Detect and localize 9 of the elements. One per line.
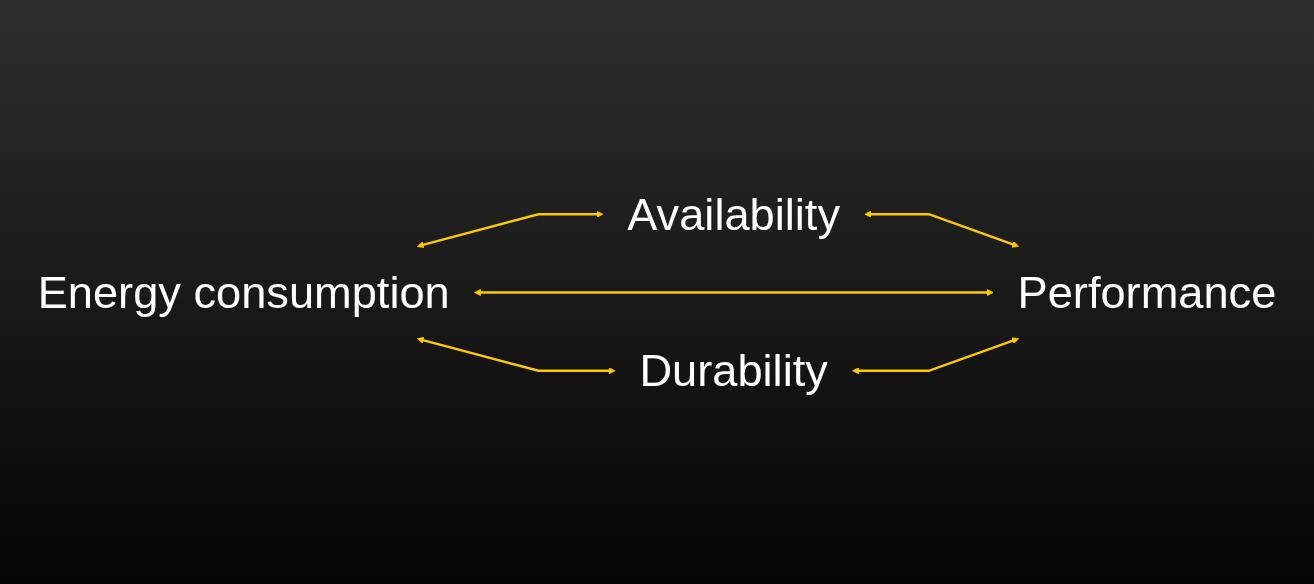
arrow [473, 288, 994, 296]
arrow [416, 210, 604, 248]
arrow [852, 336, 1020, 374]
node-text: Energy consumption [37, 266, 450, 318]
arrow [416, 336, 616, 374]
node-text: Availability [627, 187, 841, 239]
node-text: Durability [639, 344, 828, 396]
node-text: Performance [1017, 266, 1277, 318]
arrow [864, 210, 1020, 248]
